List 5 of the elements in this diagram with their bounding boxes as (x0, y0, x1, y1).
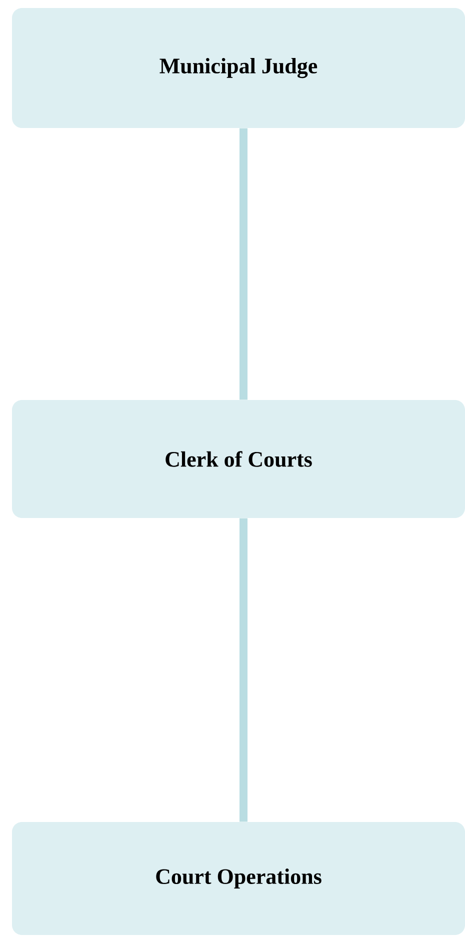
org-box: Municipal Judge (12, 8, 465, 128)
connector-line (240, 518, 248, 822)
org-box: Court Operations (12, 822, 465, 935)
connector-line (240, 128, 248, 400)
org-box: Clerk of Courts (12, 400, 465, 518)
